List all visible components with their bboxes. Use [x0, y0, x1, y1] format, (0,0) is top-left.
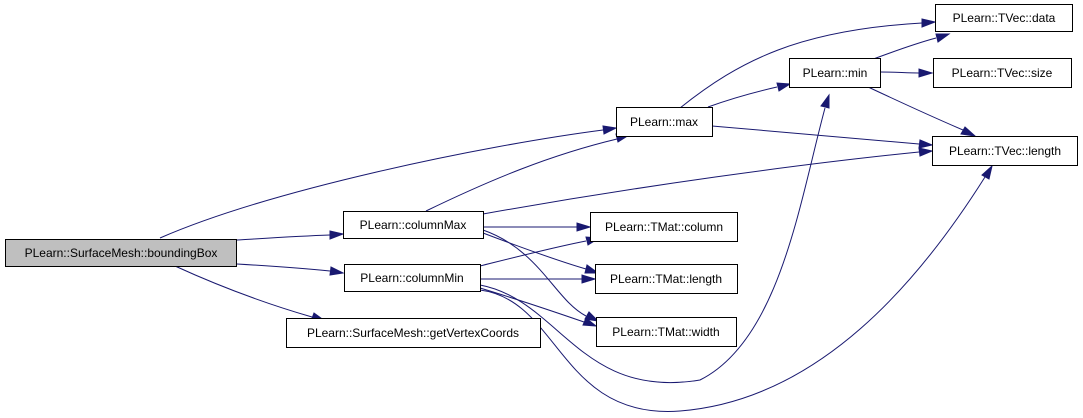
- edge-min-to-tvec-data: [867, 37, 937, 62]
- arrowhead: [921, 18, 937, 28]
- node-max[interactable]: PLearn::max: [616, 107, 713, 137]
- node-box: [933, 58, 1072, 88]
- edge-columnMin-to-tmat-column: [479, 240, 587, 267]
- arrowhead: [581, 274, 597, 284]
- arrowhead: [582, 317, 598, 327]
- edge-min-to-tvec-length: [865, 85, 964, 131]
- node-box: [932, 136, 1078, 166]
- node-tvec-data[interactable]: PLearn::TVec::data: [935, 4, 1073, 32]
- edges: [159, 18, 993, 412]
- node-box: [590, 212, 738, 242]
- node-label: PLearn::TMat::length: [610, 272, 722, 286]
- arrowhead: [918, 68, 934, 78]
- arrowhead: [584, 311, 600, 322]
- arrowhead: [935, 33, 951, 43]
- node-tmat-column[interactable]: PLearn::TMat::column: [590, 212, 738, 242]
- edge-columnMax-to-tvec-length: [482, 151, 920, 215]
- edge-columnMax-to-max: [425, 138, 618, 212]
- node-box: [5, 239, 237, 267]
- node-label: PLearn::min: [803, 66, 868, 80]
- arrowhead: [329, 230, 345, 240]
- node-label: PLearn::TVec::length: [949, 144, 1061, 158]
- node-getVertexCoords[interactable]: PLearn::SurfaceMesh::getVertexCoords: [286, 318, 541, 348]
- node-label: PLearn::TMat::column: [605, 220, 723, 234]
- node-tmat-width[interactable]: PLearn::TMat::width: [596, 317, 737, 347]
- edge-columnMin-to-tmat-width: [479, 287, 585, 323]
- edge-min-to-tvec-size: [879, 71, 920, 74]
- arrowhead: [981, 164, 993, 180]
- node-label: PLearn::SurfaceMesh::boundingBox: [25, 246, 218, 260]
- edge-max-to-min: [707, 86, 778, 108]
- nodes: PLearn::SurfaceMesh::boundingBox PLearn:…: [5, 4, 1078, 348]
- node-columnMin[interactable]: PLearn::columnMin: [344, 264, 481, 292]
- node-box: [286, 318, 541, 348]
- node-box: [789, 58, 881, 88]
- arrowhead: [602, 125, 618, 135]
- node-label: PLearn::max: [630, 115, 698, 129]
- arrowhead: [918, 139, 934, 149]
- node-boundingBox[interactable]: PLearn::SurfaceMesh::boundingBox: [5, 239, 237, 267]
- node-box: [344, 264, 481, 292]
- node-label: PLearn::columnMax: [360, 218, 467, 232]
- node-label: PLearn::TMat::width: [612, 325, 719, 339]
- arrowhead: [776, 82, 792, 92]
- edge-max-to-tvec-length: [711, 125, 920, 145]
- node-box: [343, 211, 484, 239]
- node-tvec-size[interactable]: PLearn::TVec::size: [933, 58, 1072, 88]
- node-tvec-length[interactable]: PLearn::TVec::length: [932, 136, 1078, 166]
- arrowhead: [329, 266, 345, 276]
- arrowhead: [960, 126, 977, 137]
- edge-boundingBox-to-max: [159, 129, 604, 239]
- node-box: [595, 264, 738, 294]
- arrowhead: [576, 222, 592, 232]
- node-box: [935, 4, 1073, 32]
- node-label: PLearn::TVec::data: [953, 11, 1056, 25]
- node-label: PLearn::TVec::size: [952, 66, 1053, 80]
- arrowhead: [820, 93, 830, 109]
- edge-columnMin-to-min: [479, 107, 826, 384]
- edge-max-to-tvec-data: [679, 22, 923, 109]
- edge-boundingBox-to-getVertexCoords: [174, 265, 313, 318]
- edge-columnMax-to-tmat-length: [482, 232, 587, 270]
- edge-boundingBox-to-columnMin: [236, 263, 331, 272]
- node-box: [616, 107, 713, 137]
- node-tmat-length[interactable]: PLearn::TMat::length: [595, 264, 738, 294]
- node-columnMax[interactable]: PLearn::columnMax: [343, 211, 484, 239]
- edge-columnMax-to-tmat-width: [482, 229, 587, 317]
- node-label: PLearn::SurfaceMesh::getVertexCoords: [307, 326, 519, 340]
- arrowhead: [918, 147, 934, 157]
- node-label: PLearn::columnMin: [360, 271, 463, 285]
- node-box: [596, 317, 737, 347]
- node-min[interactable]: PLearn::min: [789, 58, 881, 88]
- edge-boundingBox-to-columnMax: [236, 234, 331, 241]
- edge-columnMin-to-tvec-length: [479, 176, 986, 412]
- arrowhead: [584, 264, 600, 274]
